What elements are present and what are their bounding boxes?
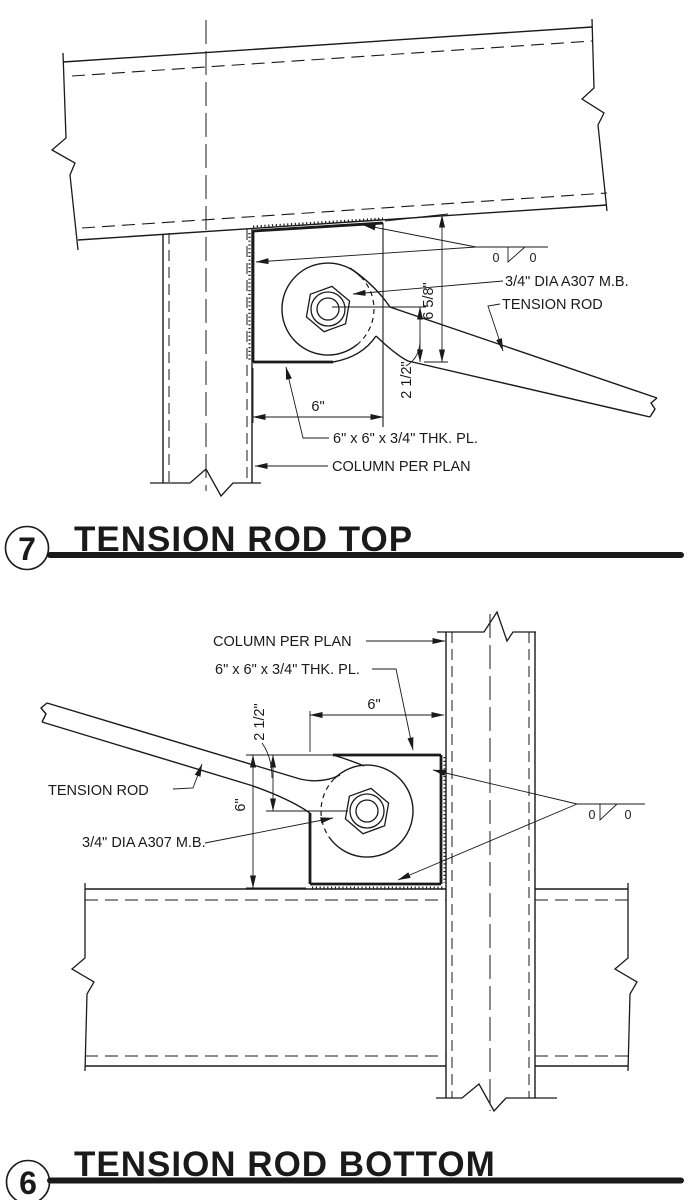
rod-label: TENSION ROD <box>48 783 149 799</box>
dim-height-text: 6" <box>233 798 249 811</box>
detail-number: 6 <box>19 1165 37 1200</box>
beam-flange-hidden-line <box>81 192 608 229</box>
gusset-plate <box>248 217 384 427</box>
dimensions-top-detail: 6" 6 5/8" 2 1/2" <box>252 213 449 423</box>
bolt-leader <box>352 280 504 296</box>
plate-eye-transition-curve <box>332 754 365 767</box>
rod-label: TENSION ROD <box>502 297 603 313</box>
bolt-washer-circle <box>310 291 346 327</box>
rod-top-edge <box>46 702 341 782</box>
dim-height-text: 6 5/8" <box>421 282 437 319</box>
annotations-top-detail: 3/4" DIA A307 M.B. TENSION ROD 6" x 6" x… <box>254 274 629 475</box>
bolt-label: 3/4" DIA A307 M.B. <box>82 835 206 851</box>
rod-leader <box>172 763 203 790</box>
rod-bottom-edge <box>375 335 651 418</box>
weld-leader <box>362 224 477 248</box>
dim-offset-text: 2 1/2" <box>399 361 415 398</box>
rod-eye-outline <box>281 262 361 356</box>
bolt-shank-circle <box>355 799 379 823</box>
fillet-weld-icon <box>507 246 526 263</box>
steel-column <box>150 20 261 498</box>
weld-leader <box>397 803 578 881</box>
rod-leader <box>487 303 504 352</box>
weld-size-right: 0 <box>625 808 632 822</box>
annotations-bottom-detail: COLUMN PER PLAN 6" x 6" x 3/4" THK. PL. … <box>48 634 446 851</box>
dim-ext-line <box>384 213 449 222</box>
weld-symbol-bottom-detail: 0 0 <box>397 769 645 881</box>
dim-width-text: 6" <box>311 399 324 415</box>
dim-width-text: 6" <box>367 697 380 713</box>
weld-symbol-top-detail: 0 0 <box>255 224 548 265</box>
rod-end-break <box>40 702 48 723</box>
weld-leader <box>255 246 477 265</box>
plate-leader <box>285 366 329 439</box>
column-label: COLUMN PER PLAN <box>213 634 352 650</box>
dimensions-bottom-detail: 6" 6" 2 1/2" <box>233 697 445 889</box>
weld-leader <box>432 769 578 805</box>
weld-size-left: 0 <box>493 251 500 265</box>
dim-offset-leader-curve <box>405 337 421 367</box>
detail-number-bubble <box>4 525 50 571</box>
weld-size-left: 0 <box>589 808 596 822</box>
weld-size-right: 0 <box>530 251 537 265</box>
rod-eye-outline <box>328 764 414 858</box>
rod-end-break <box>649 397 658 418</box>
tension-rod <box>281 262 658 418</box>
rod-eye-hidden-arc <box>320 778 335 838</box>
column-break-symbol <box>150 467 261 498</box>
steel-column <box>436 610 557 1113</box>
tension-rod <box>40 702 414 858</box>
fillet-weld-icon <box>599 803 618 822</box>
detail-number-bubble <box>5 1159 51 1200</box>
detail-tension-rod-bottom: 6" 6" 2 1/2" 0 0 COLUMN PER PLAN 6" x 6"… <box>5 610 684 1200</box>
weld-stipple-top <box>252 217 384 228</box>
gusset-plate <box>308 753 446 889</box>
beam-break-left <box>50 52 79 251</box>
plate-label: 6" x 6" x 3/4" THK. PL. <box>215 662 360 678</box>
column-break-symbol-top <box>437 610 536 643</box>
beam-break-left <box>70 883 95 1072</box>
detail-number: 7 <box>18 531 36 567</box>
title-underline-bar <box>47 1177 684 1184</box>
beam-flange-hidden-line <box>71 40 593 77</box>
dim-offset-leader-curve <box>261 742 273 779</box>
title-bottom-detail: 6 TENSION ROD BOTTOM <box>5 1145 684 1200</box>
rod-bottom-edge <box>41 721 311 814</box>
machine-bolt <box>305 285 351 333</box>
detail-title: TENSION ROD BOTTOM <box>74 1145 496 1184</box>
plate-top-edge <box>252 221 384 233</box>
roof-beam <box>50 18 608 251</box>
bolt-hex-nut <box>344 787 390 835</box>
floor-beam <box>70 883 638 1072</box>
dim-offset-text: 2 1/2" <box>252 703 268 740</box>
plate-eye-transition-curve <box>332 335 377 363</box>
bolt-washer-circle <box>349 793 385 829</box>
column-label: COLUMN PER PLAN <box>332 459 471 475</box>
beam-top-edge <box>62 26 593 63</box>
title-top-detail: 7 TENSION ROD TOP <box>4 520 684 571</box>
plate-leader <box>372 668 414 751</box>
beam-bottom-edge <box>77 204 608 241</box>
bolt-hex-nut <box>305 285 351 333</box>
column-break-symbol-bottom <box>436 1083 557 1113</box>
plate-label: 6" x 6" x 3/4" THK. PL. <box>333 431 478 447</box>
bolt-label: 3/4" DIA A307 M.B. <box>505 274 629 290</box>
bolt-shank-circle <box>316 297 340 321</box>
beam-break-right <box>580 18 608 212</box>
rod-eye-hidden-arc <box>357 276 375 345</box>
detail-title: TENSION ROD TOP <box>74 520 413 559</box>
title-underline-bar <box>47 552 684 558</box>
bolt-leader <box>204 817 334 844</box>
beam-break-right <box>613 883 638 1072</box>
detail-tension-rod-top: 6" 6 5/8" 2 1/2" 0 0 3/4" DIA A307 M.B. … <box>4 18 684 571</box>
machine-bolt <box>344 787 390 835</box>
